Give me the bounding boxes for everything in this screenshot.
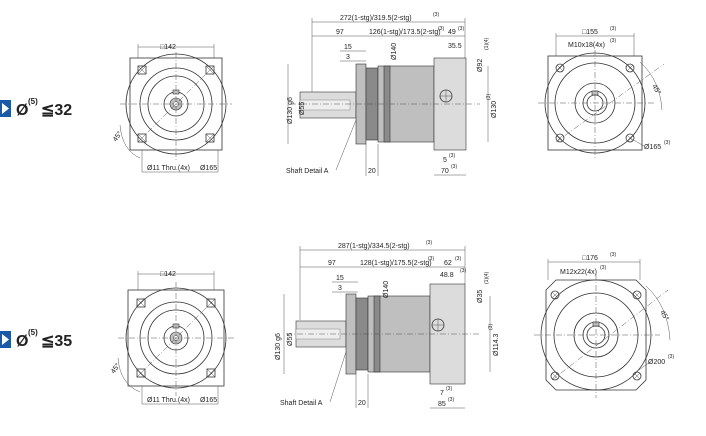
svg-text:Ø130 g6: Ø130 g6 <box>275 333 282 360</box>
front-square-label: □142 <box>160 44 176 51</box>
ratio-value: ≦32 <box>41 102 72 119</box>
front-pcd-label: Ø165 <box>200 397 217 404</box>
row1: Ø (5) ≦32 □142 <box>0 12 670 176</box>
svg-text:20: 20 <box>368 168 376 175</box>
thread-holes <box>555 63 635 143</box>
svg-text:(3): (3) <box>451 164 457 170</box>
side-total: 272(1-stg)/319.5(2-stg) <box>340 15 412 22</box>
svg-text:126(1-stg)/173.5(2-stg): 126(1-stg)/173.5(2-stg) <box>369 29 441 36</box>
svg-text:(3): (3) <box>668 354 674 360</box>
side-total: 287(1-stg)/334.5(2-stg) <box>338 243 410 250</box>
thread-holes <box>550 290 642 381</box>
front-view-1: □142 45° Ø11 Thru.(4x) Ø165 <box>111 44 232 173</box>
side-view-2: 287(1-stg)/334.5(2-stg) (3) 97 128(1-stg… <box>275 240 500 409</box>
rear-flange <box>545 279 647 391</box>
svg-text:(3): (3) <box>610 252 616 258</box>
svg-text:Ø55: Ø55 <box>299 102 306 115</box>
side-view-1: 272(1-stg)/319.5(2-stg) (3) 97 126(1-stg… <box>286 12 498 176</box>
svg-text:Ø55: Ø55 <box>287 333 294 346</box>
svg-text:(3): (3) <box>448 397 454 403</box>
svg-text:85: 85 <box>438 401 446 408</box>
svg-text:Ø130: Ø130 <box>491 101 498 118</box>
svg-text:Ø165: Ø165 <box>644 144 661 151</box>
svg-text:(3): (3) <box>449 153 455 159</box>
svg-text:62: 62 <box>444 260 452 267</box>
svg-text:(1)(4): (1)(4) <box>484 37 490 50</box>
rear-square-label: □155 <box>582 29 598 36</box>
svg-text:128(1-stg)/175.5(2-stg): 128(1-stg)/175.5(2-stg) <box>360 260 432 267</box>
svg-text:(3): (3) <box>488 324 494 330</box>
svg-text:(3): (3) <box>664 140 670 146</box>
svg-text:(3): (3) <box>428 256 434 262</box>
svg-text:7: 7 <box>440 390 444 397</box>
front-holes-label: Ø11 Thru.(4x) <box>147 397 190 404</box>
ratio-sup: (5) <box>28 328 38 337</box>
ratio-value: ≦35 <box>41 333 72 350</box>
play-arrow-icon <box>2 334 9 345</box>
svg-text:3: 3 <box>346 54 350 61</box>
svg-text:15: 15 <box>336 275 344 282</box>
svg-text:(1)(4): (1)(4) <box>484 271 490 284</box>
rear-view-2: □176 (3) M12x22(4x) (3) 45° Ø200 <box>534 252 674 398</box>
front-angle: 45° <box>111 130 124 143</box>
front-holes-label: Ø11 Thru.(4x) <box>147 165 190 172</box>
row2: Ø (5) ≦35 □142 <box>0 240 674 409</box>
svg-text:Ø35: Ø35 <box>477 290 484 303</box>
ratio-sup: (5) <box>28 97 38 106</box>
ratio-prefix: Ø <box>16 333 28 350</box>
svg-text:35.5: 35.5 <box>448 43 462 50</box>
front-view-2: □142 45° Ø11 Thru.(4x) Ø165 <box>109 271 234 405</box>
svg-text:M12x22(4x): M12x22(4x) <box>560 269 597 276</box>
svg-text:97: 97 <box>336 29 344 36</box>
svg-text:(3): (3) <box>486 94 492 100</box>
svg-text:48.8: 48.8 <box>440 272 454 279</box>
svg-text:70: 70 <box>441 168 449 175</box>
svg-text:(3): (3) <box>438 26 444 32</box>
svg-text:(3): (3) <box>446 386 452 392</box>
svg-text:5: 5 <box>443 157 447 164</box>
svg-text:20: 20 <box>358 400 366 407</box>
svg-text:45°: 45° <box>658 309 670 322</box>
front-square-label: □142 <box>160 271 176 278</box>
svg-text:(3): (3) <box>600 265 606 271</box>
play-arrow-icon <box>2 103 9 114</box>
svg-text:Ø140: Ø140 <box>391 43 398 60</box>
rear-square-label: □176 <box>582 255 598 262</box>
svg-text:15: 15 <box>344 44 352 51</box>
ratio-badge-32: Ø (5) ≦32 <box>0 97 72 119</box>
svg-text:Ø92: Ø92 <box>477 59 484 72</box>
svg-text:(3): (3) <box>455 256 461 262</box>
shaft-detail-label: Shaft Detail A <box>280 400 323 407</box>
svg-text:(3): (3) <box>610 38 616 44</box>
svg-text:97: 97 <box>328 260 336 267</box>
svg-text:Ø140: Ø140 <box>383 281 390 298</box>
front-pcd-label: Ø165 <box>200 165 217 172</box>
svg-text:Ø200: Ø200 <box>648 359 665 366</box>
svg-text:M10x18(4x): M10x18(4x) <box>568 42 605 49</box>
svg-text:49: 49 <box>448 29 456 36</box>
rear-view-1: □155 (3) M10x18(4x) (3) 45° Ø165 <box>538 26 670 158</box>
front-angle: 45° <box>109 362 122 375</box>
svg-text:(3): (3) <box>460 268 466 274</box>
svg-text:(3): (3) <box>426 240 432 246</box>
svg-text:Ø130 g6: Ø130 g6 <box>287 97 294 124</box>
ratio-badge-35: Ø (5) ≦35 <box>0 328 72 350</box>
svg-text:45°: 45° <box>650 83 662 96</box>
shaft-detail-label: Shaft Detail A <box>286 168 329 175</box>
svg-text:Ø114.3: Ø114.3 <box>493 333 500 356</box>
svg-text:(3): (3) <box>433 12 439 18</box>
ratio-prefix: Ø <box>16 102 28 119</box>
bolt-holes <box>137 65 215 143</box>
svg-text:(3): (3) <box>610 26 616 32</box>
svg-text:(3): (3) <box>458 26 464 32</box>
svg-text:3: 3 <box>338 285 342 292</box>
